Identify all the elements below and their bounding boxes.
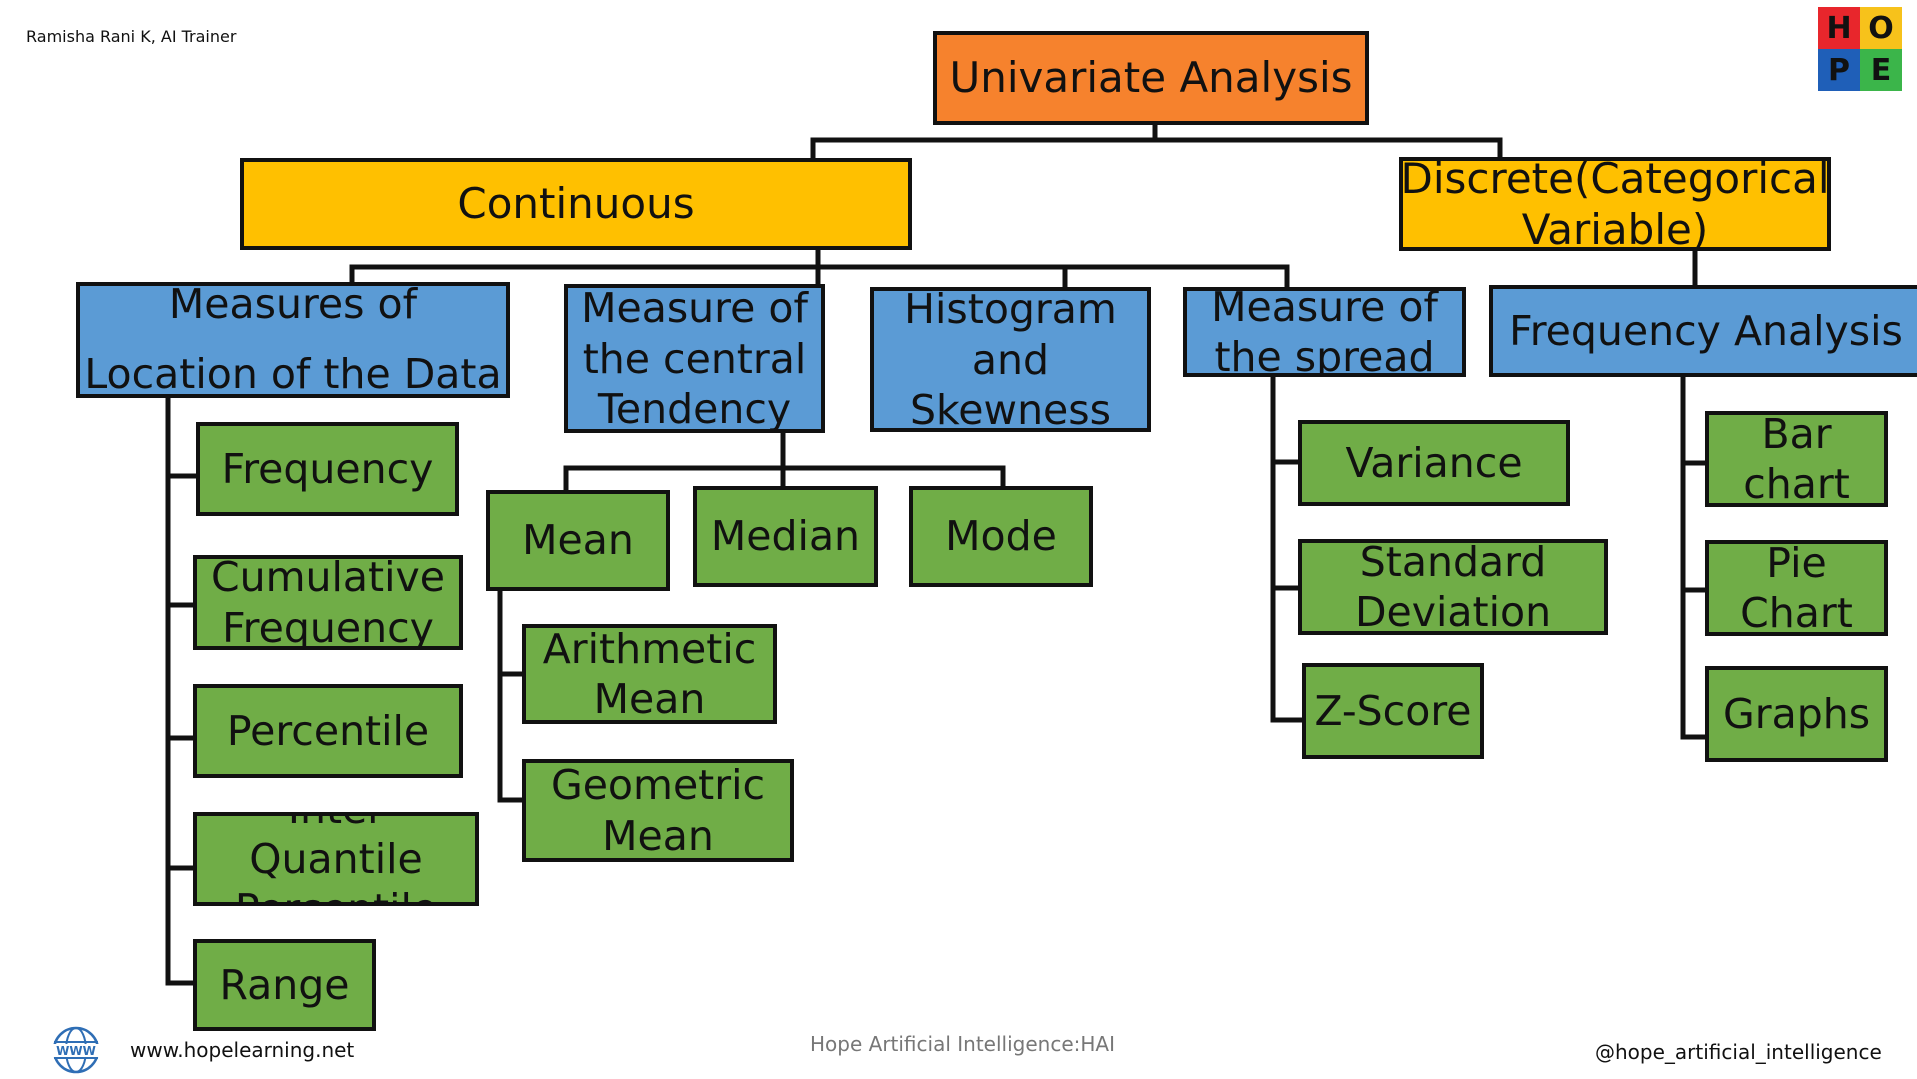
- leaf-pie-chart: Pie Chart: [1705, 540, 1888, 636]
- logo-letter-h: H: [1818, 7, 1860, 49]
- globe-text: WWW: [56, 1044, 96, 1058]
- measure-location: Measures of Location of the Data: [76, 282, 510, 398]
- leaf-arithmetic-mean: Arithmetic Mean: [522, 624, 777, 724]
- connector-continuous: [349, 247, 1290, 290]
- leaf-range: Range: [193, 939, 376, 1031]
- leaf-geometric-mean: Geometric Mean: [522, 759, 794, 862]
- hope-logo: H O P E: [1818, 7, 1902, 91]
- logo-letter-o: O: [1860, 7, 1902, 49]
- category-continuous: Continuous: [240, 158, 912, 250]
- leaf-graphs: Graphs: [1705, 666, 1888, 762]
- root-univariate-analysis: Univariate Analysis: [933, 31, 1369, 125]
- leaf-percentile: Percentile: [193, 684, 463, 778]
- leaf-variance: Variance: [1298, 420, 1570, 506]
- leaf-standard-deviation: Standard Deviation: [1298, 539, 1608, 635]
- author-label: Ramisha Rani K, AI Trainer: [26, 27, 237, 46]
- leaf-cumulative-frequency: Cumulative Frequency: [193, 555, 463, 650]
- leaf-mean: Mean: [486, 490, 670, 591]
- leaf-frequency: Frequency: [196, 422, 459, 516]
- leaf-median: Median: [693, 486, 878, 587]
- globe-icon: WWW: [52, 1026, 100, 1074]
- connector-root: [810, 122, 1503, 163]
- connector-frequency: [1680, 374, 1712, 740]
- website-link[interactable]: www.hopelearning.net: [130, 1038, 355, 1062]
- leaf-mode: Mode: [909, 486, 1093, 587]
- measure-frequency-analysis: Frequency Analysis: [1489, 285, 1917, 377]
- footer-website: WWW www.hopelearning.net: [52, 1024, 354, 1076]
- connector-spread: [1270, 374, 1309, 723]
- connector-central: [563, 430, 1006, 495]
- footer-brand: Hope Artificial Intelligence:HAI: [810, 1032, 1115, 1056]
- category-discrete: Discrete(Categorical Variable): [1399, 157, 1831, 251]
- measure-central-tendency: Measure of the central Tendency: [564, 284, 825, 433]
- measure-histogram: Histogram and Skewness: [870, 287, 1151, 432]
- measure-spread: Measure of the spread: [1183, 287, 1466, 377]
- logo-letter-e: E: [1860, 49, 1902, 91]
- leaf-bar-chart: Bar chart: [1705, 411, 1888, 507]
- logo-letter-p: P: [1818, 49, 1860, 91]
- connector-mean: [497, 588, 529, 803]
- footer-handle[interactable]: @hope_artificial_intelligence: [1595, 1040, 1882, 1064]
- leaf-inter-quantile-percentile: Inter Quantile Percentile: [193, 812, 479, 906]
- connector-location: [165, 395, 199, 986]
- leaf-z-score: Z-Score: [1302, 663, 1484, 759]
